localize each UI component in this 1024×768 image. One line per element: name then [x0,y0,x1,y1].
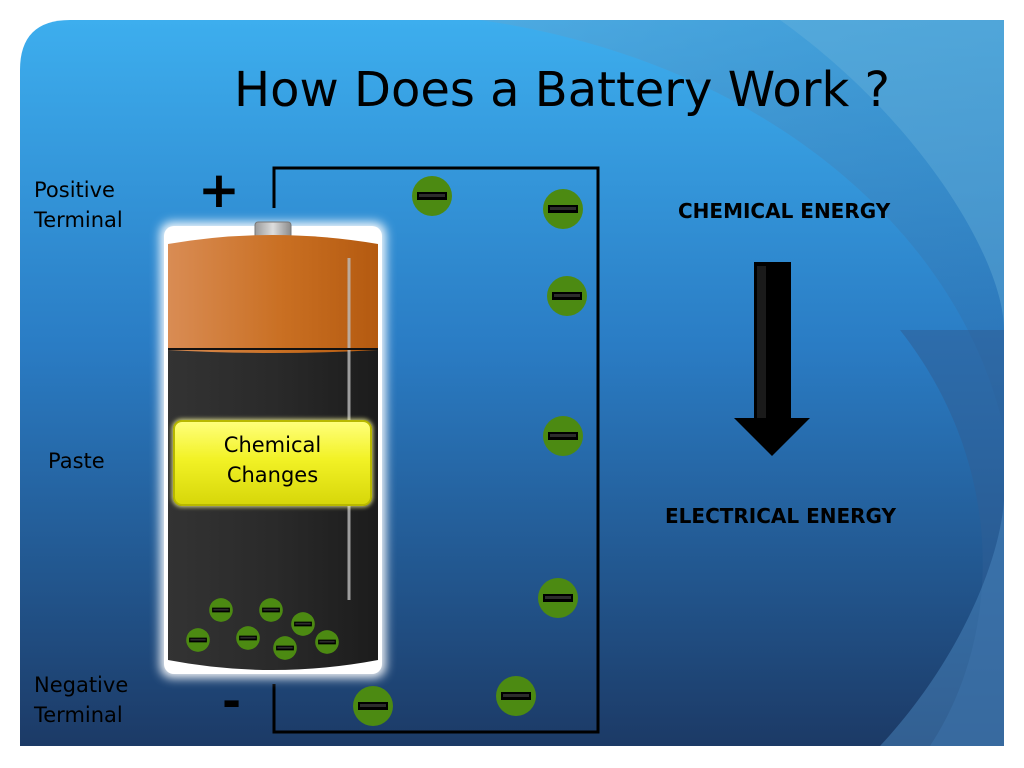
electron-icon [543,189,583,229]
battery-top [168,235,378,353]
electron-icon [291,612,315,636]
electron-icon [543,416,583,456]
battery-body [168,348,378,670]
electron-icon [259,598,283,622]
electron-icon [186,628,210,652]
arrow-down-icon [734,262,810,456]
paste-label: Paste [48,449,105,473]
positive-terminal-label: Positive Terminal [34,175,123,235]
positive-terminal-line2: Terminal [34,208,123,232]
electron-icon [353,686,393,726]
electron-icon [538,578,578,618]
electron-icon [496,676,536,716]
negative-terminal-line2: Terminal [34,703,123,727]
callout-line1: Chemical [223,433,322,457]
electron-icon [547,276,587,316]
positive-terminal-line1: Positive [34,178,115,202]
chemical-changes-callout: Chemical Changes [173,420,372,506]
slide-title: How Does a Battery Work ? [234,62,890,118]
callout-line2: Changes [226,463,319,487]
negative-terminal-line1: Negative [34,673,129,697]
minus-sign: - [222,674,242,728]
electron-icon [209,598,233,622]
negative-terminal-label: Negative Terminal [34,670,128,730]
electron-icon [273,636,297,660]
electron-icon [412,176,452,216]
electron-icon [315,630,339,654]
chemical-energy-label: CHEMICAL ENERGY [678,199,891,223]
circuit-wire [272,166,600,734]
electron-icon [236,626,260,650]
plus-sign: + [198,161,240,219]
electrical-energy-label: ELECTRICAL ENERGY [665,504,897,528]
